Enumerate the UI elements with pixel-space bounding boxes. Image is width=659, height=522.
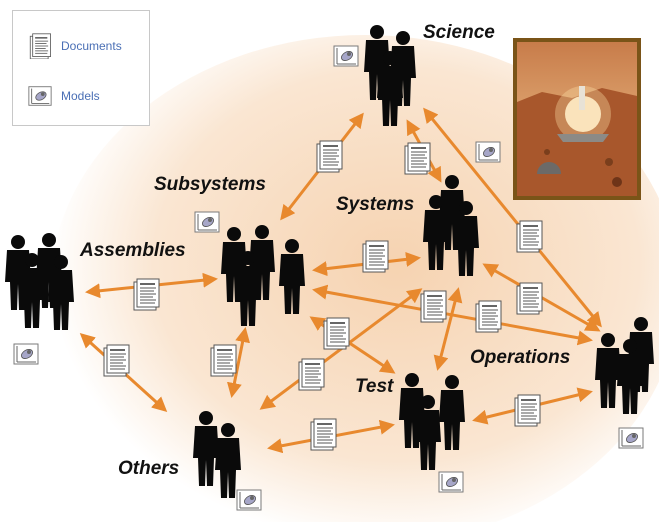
legend: Documents Models [12, 10, 150, 126]
document-stack-icon [29, 33, 52, 59]
label-systems: Systems [336, 194, 415, 215]
model-icon [13, 343, 39, 365]
document-stack-icon [298, 358, 325, 391]
label-test: Test [355, 376, 394, 397]
label-assemblies: Assemblies [80, 240, 186, 261]
document-stack-icon [103, 344, 130, 377]
model-icon [194, 211, 220, 233]
label-subsystems: Subsystems [154, 174, 266, 195]
legend-models: Models [27, 83, 100, 109]
legend-models-label: Models [61, 89, 100, 103]
legend-documents: Documents [27, 33, 122, 59]
legend-documents-label: Documents [61, 39, 122, 53]
document-stack-icon [210, 344, 237, 377]
arrow-others-subsystems [226, 327, 251, 398]
model-icon [236, 489, 262, 511]
document-stack-icon [420, 290, 447, 323]
document-stack-icon [133, 278, 160, 311]
label-others: Others [118, 458, 180, 479]
document-stack-icon [323, 317, 350, 350]
model-icon [28, 86, 52, 106]
model-icon [618, 427, 644, 449]
label-science: Science [423, 22, 495, 43]
document-stack-icon [362, 240, 389, 273]
document-stack-icon [310, 418, 337, 451]
document-stack-icon [516, 282, 543, 315]
model-icon [438, 471, 464, 493]
document-stack-icon [316, 140, 343, 173]
document-stack-icon [404, 142, 431, 175]
model-icon [333, 45, 359, 67]
document-stack-icon [475, 300, 502, 333]
arrow-systems-test [433, 287, 463, 371]
label-operations: Operations [470, 347, 571, 368]
mars-lander-photo [513, 38, 641, 200]
model-icon [475, 141, 501, 163]
document-stack-icon [516, 220, 543, 253]
document-stack-icon [514, 394, 541, 427]
